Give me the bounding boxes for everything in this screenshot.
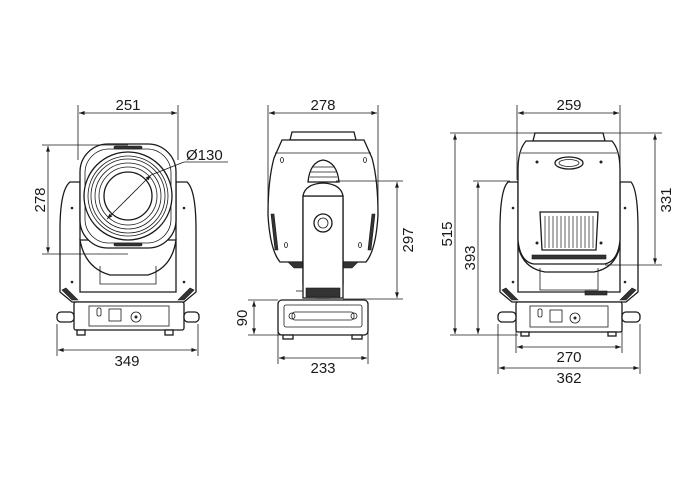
base-height-label: 90 [234,310,251,327]
front-width-label: 251 [115,97,140,114]
side-view: 278 297 90 233 [234,97,417,377]
logo-badge [554,156,584,170]
side-width-label: 278 [310,97,335,114]
side-base [277,299,369,336]
yoke-height-label: 393 [462,245,479,270]
back-base-width-label: 270 [556,349,581,366]
arm-height-label: 297 [400,227,417,252]
front-handle-right [183,311,200,323]
front-base-width-label: 349 [114,353,139,370]
back-handle-right [621,311,641,323]
total-height-label: 515 [439,221,456,246]
front-yoke [59,181,197,303]
back-view: 259 515 393 331 270 362 [439,97,675,387]
front-view: 251 278 Ø130 349 [32,97,228,370]
front-height-label: 278 [32,187,49,212]
head-height-label: 331 [658,187,675,212]
back-handle-left [497,311,517,323]
front-handle-left [56,311,75,323]
lens-diameter-label: Ø130 [186,147,223,164]
handle-width-label: 362 [556,370,581,387]
back-yoke [499,181,639,303]
side-base-width-label: 233 [310,360,335,377]
front-lens [103,171,153,221]
back-base [515,301,623,333]
back-width-label: 259 [556,97,581,114]
